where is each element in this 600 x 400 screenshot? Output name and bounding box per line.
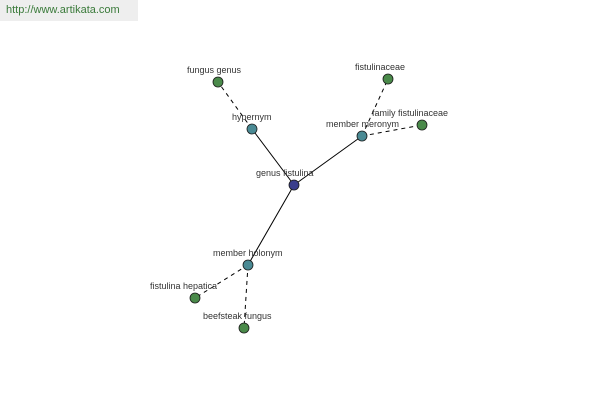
node-holonym[interactable]: member holonym bbox=[213, 248, 283, 271]
node-marker[interactable] bbox=[416, 119, 428, 131]
node-marker[interactable] bbox=[246, 123, 258, 135]
node-label: member meronym bbox=[326, 119, 399, 129]
node-marker[interactable] bbox=[356, 130, 368, 142]
node-marker[interactable] bbox=[288, 179, 300, 191]
node-fungus-genus[interactable]: fungus genus bbox=[187, 65, 242, 88]
url-link[interactable]: http://www.artikata.com bbox=[6, 4, 120, 16]
url-banner: http://www.artikata.com bbox=[0, 0, 138, 21]
node-layer: genus fistulina hypernym member meronym mem… bbox=[150, 62, 448, 334]
node-fistulina-hepatica[interactable]: fistulina hepatica bbox=[150, 281, 217, 304]
node-marker[interactable] bbox=[382, 73, 394, 85]
node-center[interactable]: genus fistulina bbox=[256, 168, 314, 191]
edge-center-meronym bbox=[293, 135, 363, 186]
node-label: member holonym bbox=[213, 248, 283, 258]
node-hypernym[interactable]: hypernym bbox=[232, 112, 272, 135]
node-family-fistulinaceae[interactable]: family fistulinaceae bbox=[372, 108, 448, 131]
edge-center-holonym bbox=[247, 184, 295, 266]
node-label: beefsteak fungus bbox=[203, 311, 272, 321]
node-marker[interactable] bbox=[242, 259, 254, 271]
edge-holonym-beefsteak_fungus bbox=[243, 264, 249, 329]
node-label: fistulinaceae bbox=[355, 62, 405, 72]
node-label: family fistulinaceae bbox=[372, 108, 448, 118]
edge-hypernym-fungus_genus bbox=[217, 81, 253, 130]
edge-center-hypernym bbox=[251, 128, 295, 186]
node-meronym[interactable]: member meronym bbox=[326, 119, 399, 142]
node-label: fistulina hepatica bbox=[150, 281, 217, 291]
node-marker[interactable] bbox=[238, 322, 250, 334]
node-label: hypernym bbox=[232, 112, 272, 122]
node-label: fungus genus bbox=[187, 65, 242, 75]
edge-holonym-fistulina_hepatica bbox=[194, 264, 249, 299]
node-fistulinaceae[interactable]: fistulinaceae bbox=[355, 62, 405, 85]
edge-layer bbox=[194, 78, 423, 329]
node-marker[interactable] bbox=[212, 76, 224, 88]
node-marker[interactable] bbox=[189, 292, 201, 304]
edge-meronym-fistulinaceae bbox=[361, 78, 389, 137]
node-beefsteak-fungus[interactable]: beefsteak fungus bbox=[203, 311, 272, 334]
node-label: genus fistulina bbox=[256, 168, 314, 178]
edge-meronym-family_fistulinaceae bbox=[361, 124, 423, 137]
